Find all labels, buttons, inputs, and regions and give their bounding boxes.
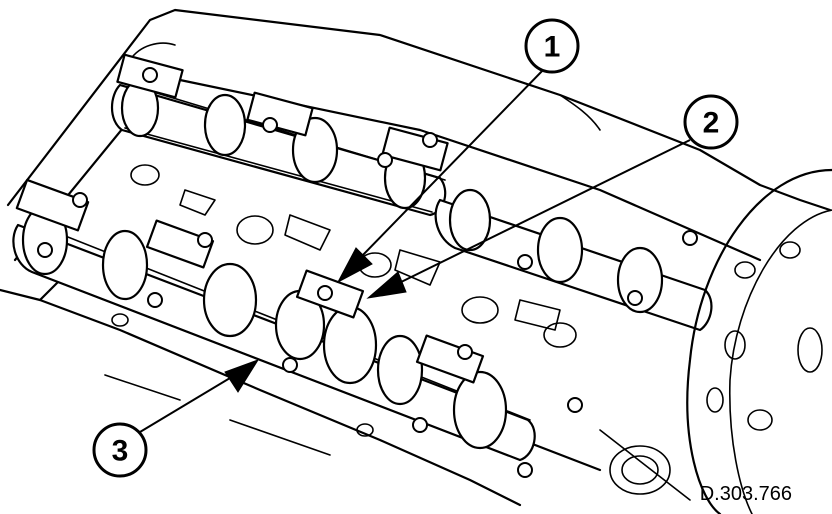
upper-camshaft [110,53,449,217]
callout-3-label: 3 [112,435,129,468]
main-camshaft [12,178,583,478]
callout-2: 2 [683,94,739,150]
bellhousing [599,168,832,514]
right-camshaft [434,188,713,332]
callout-2-label: 2 [703,107,720,140]
figure-reference: D.303.766 [700,483,792,505]
arrow-1 [336,247,373,284]
casting-details [104,164,577,456]
arrow-2 [366,271,407,299]
arrow-3 [224,359,260,393]
callout-1-label: 1 [544,31,561,64]
leaders [139,67,691,433]
callout-3: 3 [92,422,148,478]
callout-1: 1 [524,18,580,74]
